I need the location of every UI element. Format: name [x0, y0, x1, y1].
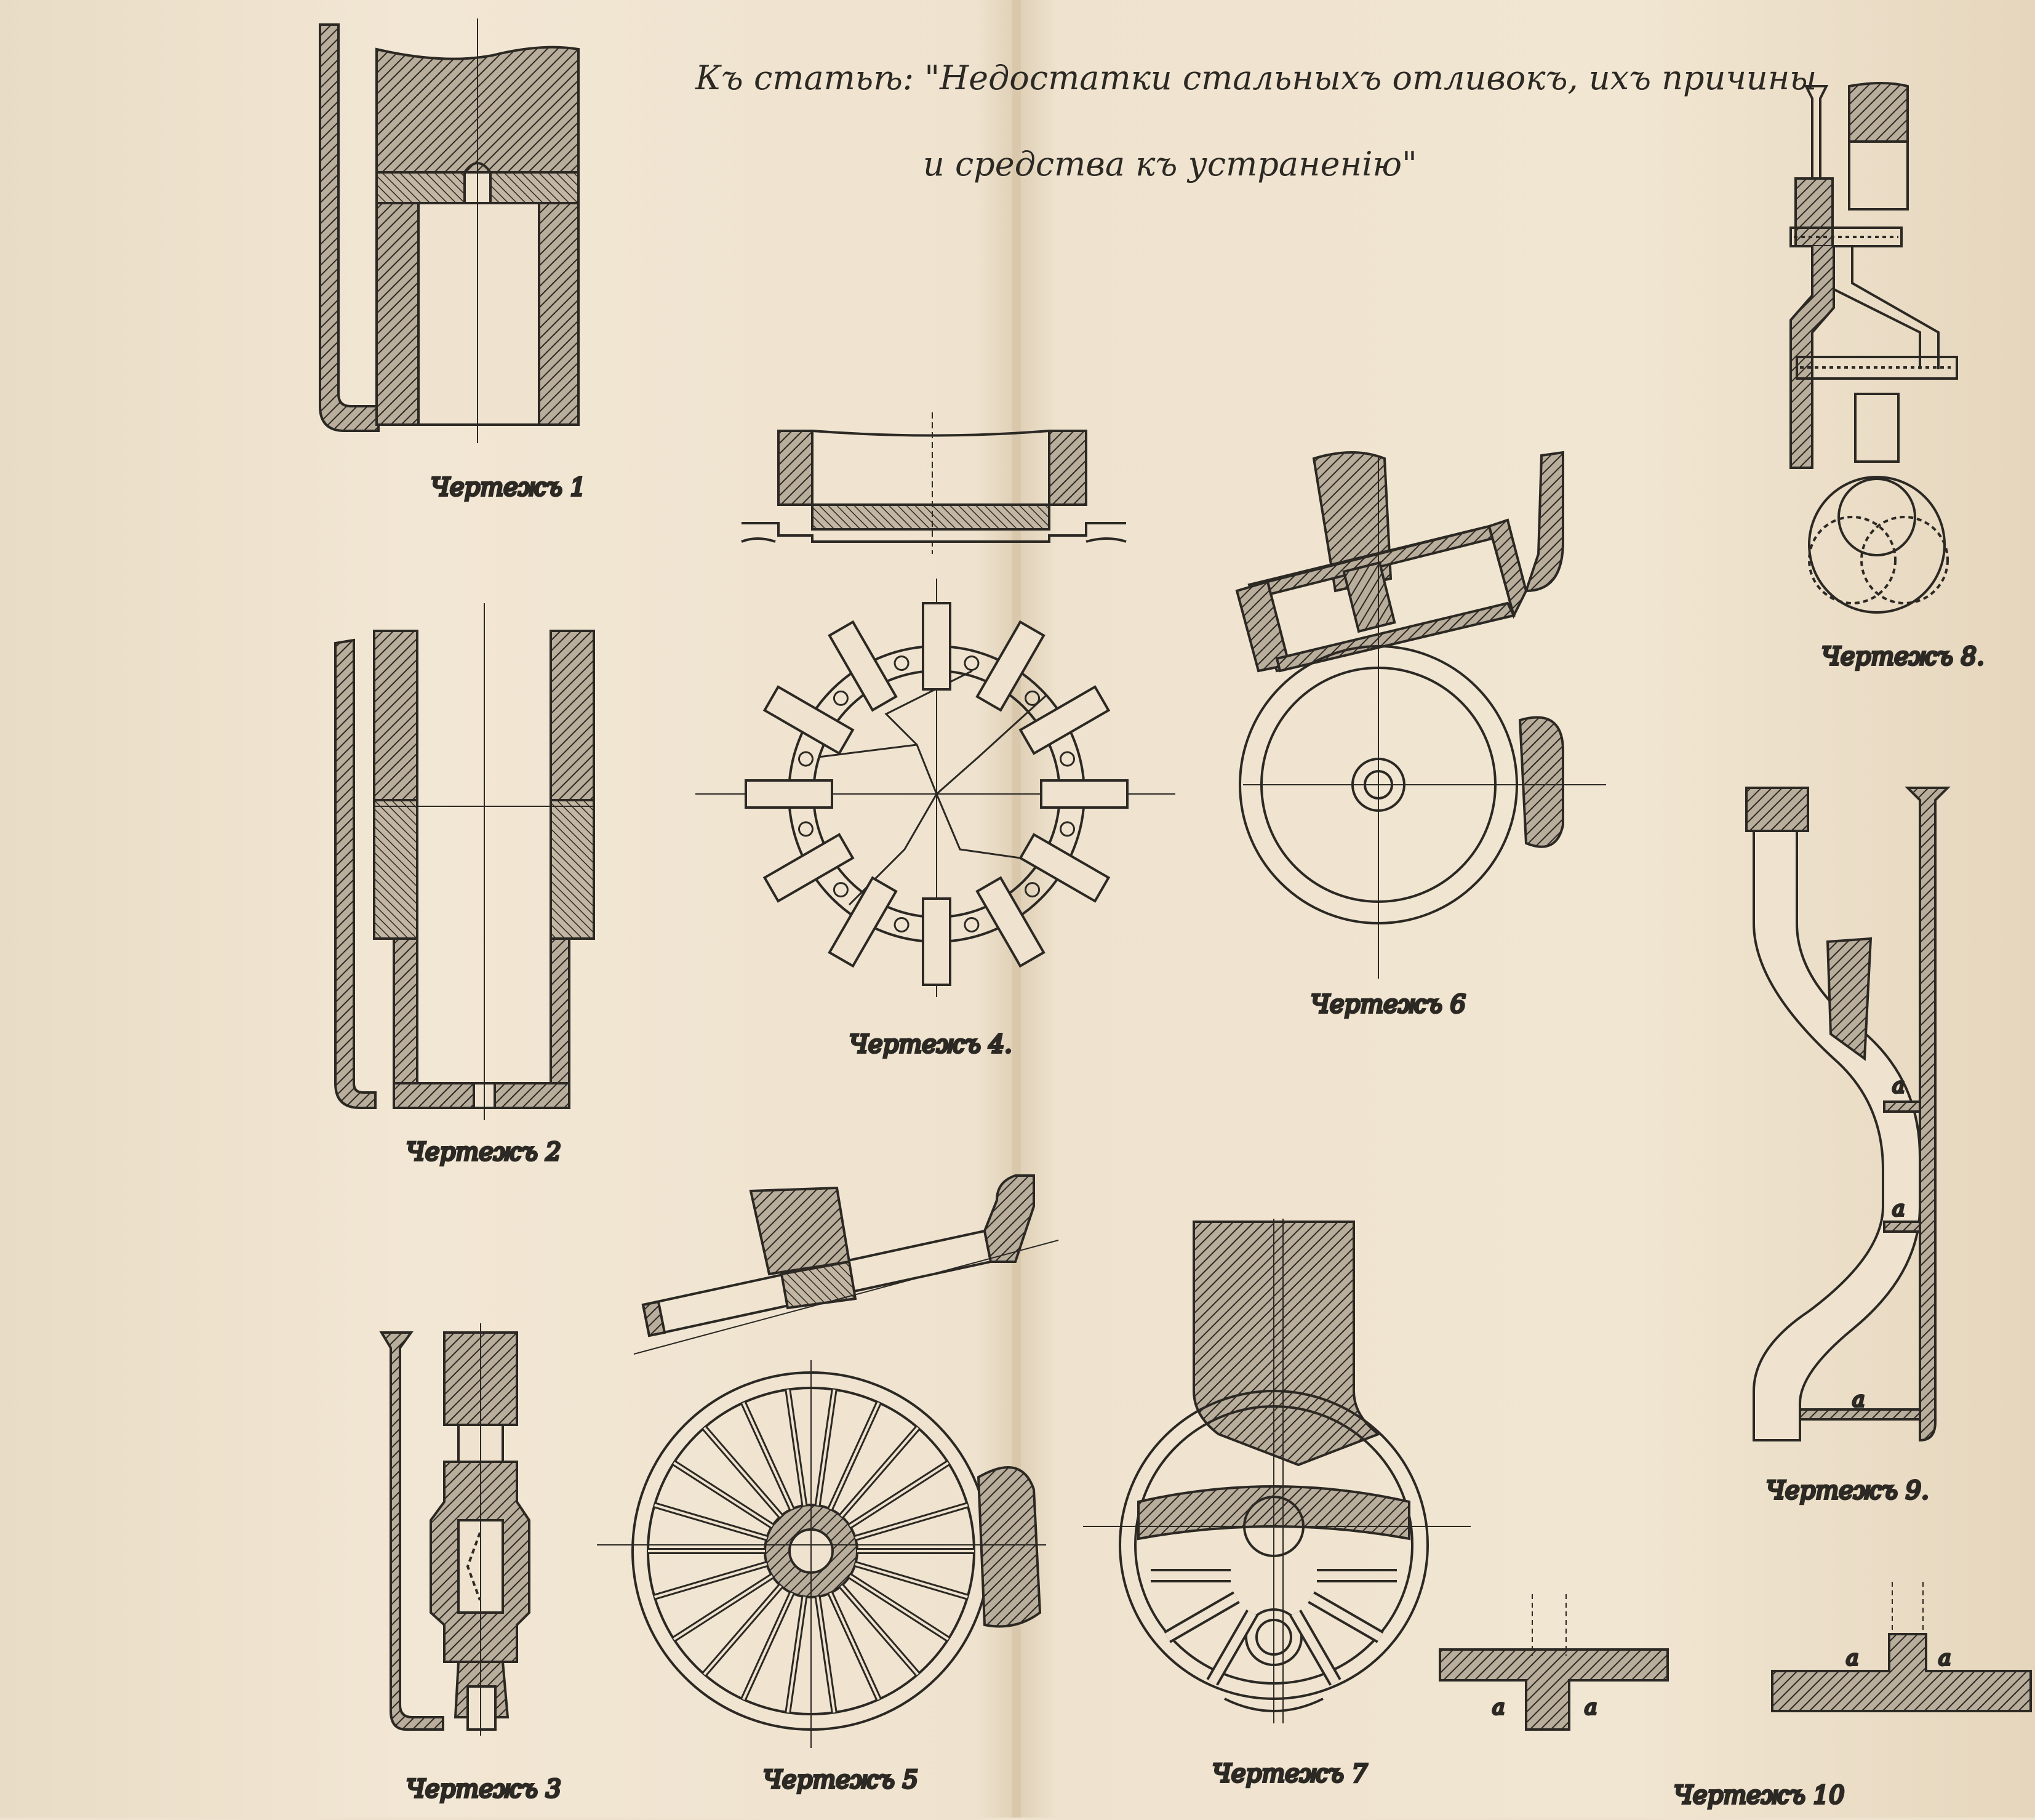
fig5-spoke-inner [829, 1402, 880, 1510]
fig4-hole [1025, 882, 1041, 898]
fig5-spoke-inner [840, 1585, 919, 1675]
fig4-radial-bar [922, 897, 951, 986]
fig4-radial-bar [975, 876, 1045, 968]
fig4-radial-bar [828, 620, 898, 712]
figure-1 [319, 18, 580, 443]
fig4-label: Чертежъ 4. [849, 1030, 1012, 1059]
fig7-label: Чертежъ 7 [1212, 1760, 1368, 1788]
fig1-label: Чертежъ 1 [431, 473, 586, 502]
fig9-a1: a [1892, 1073, 1905, 1098]
fig4-hole [894, 655, 910, 671]
fig5-spoke-inner [816, 1596, 836, 1713]
fig5-spoke-inner [840, 1427, 919, 1517]
fig9-label: Чертежъ 9. [1766, 1477, 1929, 1505]
fig5-spoke-inner [849, 1574, 950, 1640]
fig10-a3: a [1846, 1646, 1858, 1670]
fig2-label: Чертежъ 2 [406, 1138, 561, 1166]
fig5-spoke-inner [673, 1462, 773, 1528]
fig4-hole [1025, 690, 1041, 706]
fig10-a4: a [1938, 1646, 1951, 1670]
figure-4-spokes [745, 602, 1129, 986]
title-line-2: и средства къ устраненію" [923, 145, 1417, 183]
fig4-radial-bar [828, 876, 898, 968]
fig4-hole [833, 882, 849, 898]
fig5-spoke-inner [673, 1574, 773, 1640]
fig4-hole [798, 751, 814, 767]
figure-2 [334, 603, 595, 1120]
fig4-radial-bar [975, 620, 1045, 712]
fig5-spoke-inner [855, 1504, 968, 1539]
fig7-rib-inner [1208, 1611, 1257, 1685]
figure-6 [1235, 451, 1606, 979]
fig5-spoke-inner [786, 1596, 806, 1713]
fig4-radial-bar [745, 779, 833, 809]
fig4-radial-bar [1018, 685, 1111, 755]
fig5-spoke-inner [816, 1389, 836, 1506]
figure-3 [379, 1323, 530, 1736]
fig5-spoke-inner [849, 1462, 950, 1528]
figure-5 [597, 1174, 1059, 1748]
fig4-radial-bar [922, 602, 951, 691]
figure-5-spokes [648, 1389, 974, 1714]
title-line-1: Къ статьѣ: "Недостатки стальныхъ отливок… [695, 58, 1817, 97]
fig5-spoke-inner [654, 1504, 767, 1539]
fig5-spoke-inner [855, 1563, 968, 1598]
fig4-radial-bar [762, 685, 855, 755]
figure-10 [1439, 1582, 2032, 1731]
figure-7-ribs [1151, 1569, 1397, 1686]
fig4-hole [964, 917, 980, 933]
fig10-a2: a [1585, 1695, 1597, 1720]
fig10-a1: a [1492, 1695, 1505, 1720]
fig5-label: Чертежъ 5 [763, 1766, 918, 1794]
figure-8 [1789, 82, 1958, 614]
fig5-spoke-inner [703, 1585, 782, 1675]
fig9-a2: a [1892, 1197, 1905, 1221]
fig4-radial-bar [1040, 779, 1129, 809]
fig4-hole [1060, 821, 1076, 837]
figure-7 [1083, 1219, 1471, 1723]
fig5-spoke-inner [703, 1427, 782, 1517]
fig5-spoke-inner [786, 1389, 806, 1506]
fig6-label: Чертежъ 6 [1311, 990, 1466, 1019]
fig4-radial-bar [762, 833, 855, 903]
fig4-hole [894, 917, 910, 933]
fig4-hole [833, 690, 849, 706]
fig4-hole [1060, 751, 1076, 767]
fig9-a3: a [1852, 1387, 1865, 1412]
fig5-spoke-inner [829, 1592, 880, 1700]
fig10-label: Чертежъ 10 [1674, 1781, 1845, 1810]
fig7-rib-inner [1309, 1593, 1383, 1642]
fig3-label: Чертежъ 3 [406, 1775, 561, 1803]
fig4-radial-bar [1018, 833, 1111, 903]
fig7-rib-inner [1165, 1593, 1239, 1642]
fig7-rib-inner [1291, 1611, 1340, 1685]
fig5-spoke-inner [742, 1592, 793, 1700]
fig5-spoke-inner [742, 1402, 793, 1510]
fig5-spoke-inner [654, 1563, 767, 1598]
fig8-label: Чертежъ 8. [1821, 643, 1985, 671]
fig4-hole [964, 655, 980, 671]
fig4-hole [798, 821, 814, 837]
figure-9 [1745, 787, 1951, 1442]
